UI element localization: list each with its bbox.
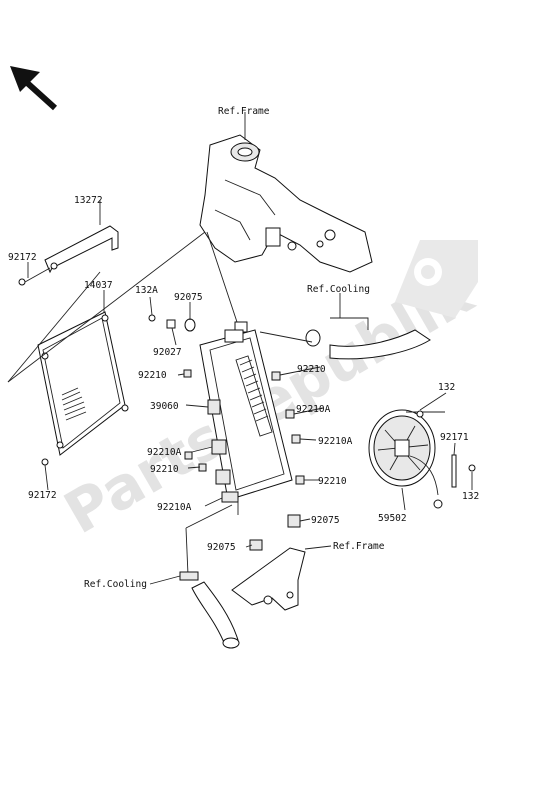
part-92210A-l1-label: 92210A xyxy=(147,447,182,458)
part-92172-top-label: 92172 xyxy=(8,252,37,263)
ref-frame-top-label: Ref.Frame xyxy=(218,106,270,117)
part-92075-bottom-label: 92075 xyxy=(207,542,236,553)
part-92171-label: 92171 xyxy=(440,432,469,443)
part-132-top-label: 132 xyxy=(438,382,455,393)
part-132-bottom-label: 132 xyxy=(462,491,479,502)
part-92210-r1-label: 92210 xyxy=(297,364,326,375)
part-132A-label: 132A xyxy=(135,285,158,296)
screen-mesh xyxy=(61,387,87,421)
bracket-13272 xyxy=(18,225,119,286)
leader-lines xyxy=(27,112,473,585)
part-13272-label: 13272 xyxy=(74,195,103,206)
part-92210A-l2-label: 92210A xyxy=(157,502,192,513)
part-59502-label: 59502 xyxy=(378,513,407,524)
radiator-fins xyxy=(239,359,269,422)
part-92075-mid-label: 92075 xyxy=(311,515,340,526)
part-92210-l2-label: 92210 xyxy=(150,464,179,475)
part-92210A-r2-label: 92210A xyxy=(318,436,353,447)
front-direction-arrow-icon xyxy=(10,66,58,111)
ref-cooling-top-label: Ref.Cooling xyxy=(307,284,370,295)
ref-cooling-bottom-label: Ref.Cooling xyxy=(84,579,147,590)
ref-frame-bottom-label: Ref.Frame xyxy=(333,541,385,552)
part-39060-label: 39060 xyxy=(150,401,179,412)
frame-assembly xyxy=(199,134,373,326)
part-labels: Ref.Frame Ref.Cooling Ref.Cooling Ref.Fr… xyxy=(8,106,479,590)
cooling-fan-59502 xyxy=(368,409,457,509)
cooling-hose-upper xyxy=(259,317,431,360)
watermark-gear-icon xyxy=(395,240,478,318)
radiator-screen-14037 xyxy=(7,231,206,466)
fasteners xyxy=(148,314,476,485)
cooling-hose-lower xyxy=(179,571,240,649)
part-92075-top-label: 92075 xyxy=(174,292,203,303)
part-92210-l1-label: 92210 xyxy=(138,370,167,381)
part-92210A-r1-label: 92210A xyxy=(296,404,331,415)
part-14037-label: 14037 xyxy=(84,280,113,291)
part-92172-bottom-label: 92172 xyxy=(28,490,57,501)
part-92210-r2-label: 92210 xyxy=(318,476,347,487)
radiator-39060 xyxy=(199,321,293,515)
part-92027-label: 92027 xyxy=(153,347,182,358)
